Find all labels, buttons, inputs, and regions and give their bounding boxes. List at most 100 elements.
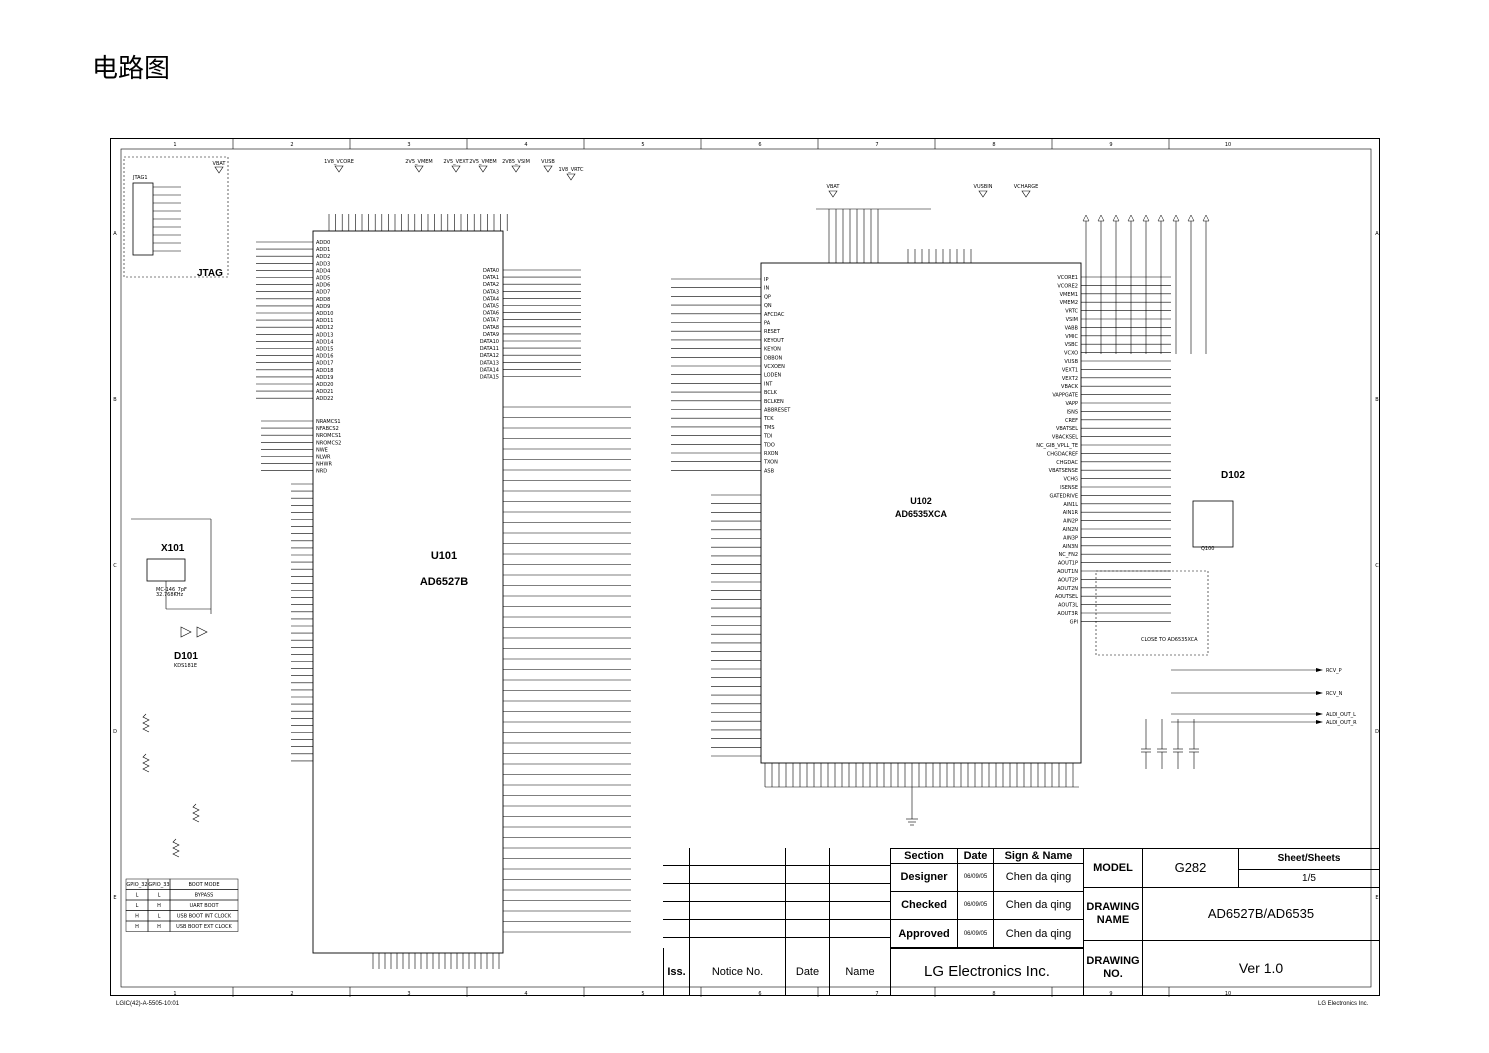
d101-part: KDS181E <box>174 663 197 669</box>
col-label-8: 8 <box>992 142 995 148</box>
rail-arrow <box>1157 214 1165 222</box>
inner-frame <box>120 148 1372 988</box>
sheets-label: Sheet/Sheets <box>1238 848 1380 870</box>
model-label: MODEL <box>1083 848 1143 888</box>
title-block: Iss. Notice No. Date Name Section Date S… <box>663 848 1380 996</box>
boot-table-row-0-2: BYPASS <box>195 893 214 899</box>
row-label-right-C: C <box>1375 563 1379 569</box>
u102-pin-VCXOEN: VCXOEN <box>764 364 785 370</box>
page-title: 电路图 <box>92 54 171 84</box>
col-label-6: 6 <box>758 142 761 148</box>
u102-pin-VEXT1: VEXT1 <box>1062 367 1078 373</box>
u102-pin-VSBC: VSBC <box>1065 342 1079 348</box>
u102-pin-ABBRESET: ABBRESET <box>764 408 791 414</box>
boot-table-row-1-1: H <box>157 903 161 909</box>
drawing-name-label: DRAWING NAME <box>1083 887 1143 941</box>
u102-pin-VBACKSEL: VBACKSEL <box>1052 435 1078 441</box>
power-net-label: VBAT <box>827 184 841 190</box>
u102-part: AD6535XCA <box>895 509 948 519</box>
power-net-label: VUSB <box>541 159 555 165</box>
approved-label: Approved <box>890 919 958 949</box>
revision-rows <box>663 848 891 948</box>
u102-pin-ISNS: ISNS <box>1066 409 1078 415</box>
u102-pin-AIN3N: AIN3N <box>1062 544 1078 550</box>
rev-header-notice: Notice No. <box>711 965 764 978</box>
u102-pin-VMEM1: VMEM1 <box>1060 292 1078 298</box>
u102-pin-INT: INT <box>764 381 773 387</box>
col-label-3: 3 <box>407 142 410 148</box>
output-arrow <box>1316 668 1323 672</box>
jtag-connector <box>132 182 154 256</box>
u102-pin-AOUT3L: AOUT3L <box>1058 603 1078 609</box>
u102-pin-KEYON: KEYON <box>764 347 781 353</box>
u101-pin-DATA9: DATA9 <box>483 332 499 338</box>
u101-part: AD6527B <box>420 576 468 588</box>
col-label-bottom-8: 8 <box>992 991 995 997</box>
sheets-value: 1/5 <box>1238 869 1380 888</box>
company-name: LG Electronics Inc. <box>890 948 1084 996</box>
col-label-bottom-3: 3 <box>407 991 410 997</box>
model-value: G282 <box>1142 848 1239 888</box>
col-label-9: 9 <box>1109 142 1112 148</box>
rev-header-iss: Iss. <box>667 965 686 978</box>
u102-pin-CHGDACREF: CHGDACREF <box>1047 451 1078 457</box>
u101-pin-ADD11: ADD11 <box>316 318 333 324</box>
power-arrow <box>511 165 521 173</box>
drawing-no-value: Ver 1.0 <box>1142 940 1380 996</box>
col-label-2: 2 <box>290 142 293 148</box>
u101-pin-NHWR: NHWR <box>316 462 332 468</box>
u102-pin-AOUT1N: AOUT1N <box>1057 569 1078 575</box>
rail-arrow <box>1127 214 1135 222</box>
u101-pin-DATA12: DATA12 <box>480 353 499 359</box>
u102-pin-VEXT2: VEXT2 <box>1062 376 1078 382</box>
power-arrow <box>451 165 461 173</box>
rail-arrow <box>1142 214 1150 222</box>
boot-table-row-1-2: UART BOOT <box>189 903 219 909</box>
rail-arrow <box>1082 214 1090 222</box>
u102-pin-CREF: CREF <box>1065 418 1078 424</box>
u101-pin-DATA4: DATA4 <box>483 296 499 302</box>
u102-pin-AFCDAC: AFCDAC <box>764 312 785 318</box>
jtag-header-ref: JTAG1 <box>132 175 148 181</box>
u101-pin-ADD17: ADD17 <box>316 361 333 367</box>
rev-header-date: Date <box>795 965 820 978</box>
boot-table-row-1-0: L <box>136 903 139 909</box>
boot-table-row-2-1: L <box>158 914 161 920</box>
section-header: Section <box>890 848 958 864</box>
u102-pin-VAPP: VAPP <box>1065 401 1078 407</box>
power-arrow <box>543 165 553 173</box>
u102-ref: U102 <box>910 496 932 506</box>
u101-pin-DATA5: DATA5 <box>483 304 499 310</box>
u101-pin-ADD14: ADD14 <box>316 339 333 345</box>
output-ALDI_OUT_L: ALDI_OUT_L <box>1326 712 1356 718</box>
u102-pin-ASB: ASB <box>764 468 775 474</box>
u102-pin-AOUT2P: AOUT2P <box>1058 577 1078 583</box>
u101-pin-DATA2: DATA2 <box>483 282 499 288</box>
row-label-right-A: A <box>1375 231 1379 237</box>
u102-pin-VMIC: VMIC <box>1065 334 1078 340</box>
power-net-label: 2V5_VMEM <box>405 159 433 165</box>
u101-pin-ADD13: ADD13 <box>316 332 333 338</box>
u101-pin-ADD20: ADD20 <box>316 382 333 388</box>
u102-pin-VCORE1: VCORE1 <box>1057 275 1078 281</box>
u101-pin-DATA8: DATA8 <box>483 325 499 331</box>
u101-pin-DATA7: DATA7 <box>483 318 499 324</box>
row-label-E: E <box>113 895 116 901</box>
checked-name: Chen da qing <box>993 891 1084 920</box>
date-header: Date <box>957 848 994 864</box>
u101-pin-ADD4: ADD4 <box>316 268 330 274</box>
output-arrow <box>1316 712 1323 716</box>
u102-pin-AOUT3R: AOUT3R <box>1057 611 1078 617</box>
output-arrow <box>1316 691 1323 695</box>
u102-body <box>760 262 1082 764</box>
row-label-right-E: E <box>1375 895 1378 901</box>
designer-label: Designer <box>890 863 958 892</box>
u102-pin-VRTC: VRTC <box>1065 309 1078 315</box>
boot-table-row-0-0: L <box>136 893 139 899</box>
u102-pin-IN: IN <box>764 286 769 292</box>
u102-pin-NC_GIB_VPLL_TE: NC_GIB_VPLL_TE <box>1036 443 1078 449</box>
col-label-bottom-4: 4 <box>524 991 527 997</box>
row-label-right-B: B <box>1375 397 1379 403</box>
col-label-4: 4 <box>524 142 527 148</box>
